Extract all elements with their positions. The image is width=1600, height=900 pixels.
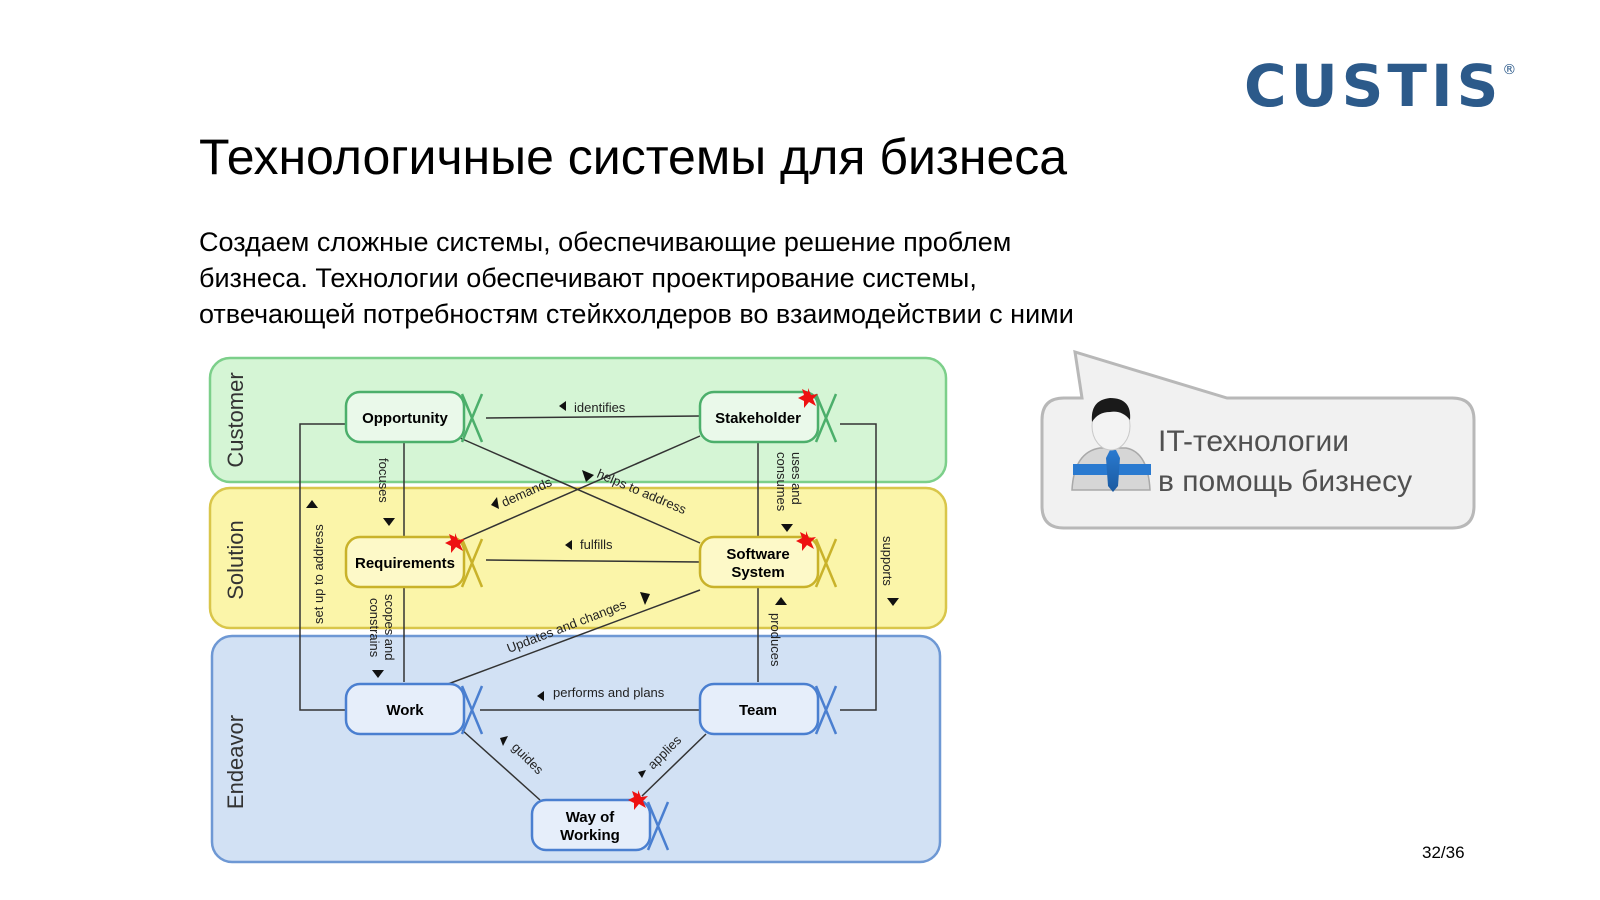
link-updates-changes (447, 589, 701, 685)
alpha-team-label: Team (739, 702, 777, 719)
custis-logo: CUSTIS® (1244, 52, 1516, 120)
link-demands (447, 435, 701, 547)
alpha-way-of-working: Way of Working (530, 798, 670, 852)
connectors (299, 415, 877, 801)
label-identifies: identifies (574, 400, 626, 415)
link-supports (840, 423, 877, 711)
link-identifies (485, 415, 701, 419)
endeavor-area-label: Endeavor (223, 715, 248, 809)
star-icon (796, 531, 816, 551)
subtitle-line-2: бизнеса. Технологии обеспечивают проекти… (199, 263, 977, 293)
subtitle-line-1: Создаем сложные системы, обеспечивающие … (199, 227, 1012, 257)
page-number: 32/36 (1422, 843, 1465, 862)
solution-area (208, 486, 948, 630)
alpha-way-label-2: Working (560, 827, 620, 844)
alpha-requirements: Requirements (344, 535, 484, 589)
slide-subtitle: Создаем сложные системы, обеспечивающие … (199, 224, 1074, 332)
alpha-opportunity: Opportunity (344, 390, 484, 444)
customer-area (208, 356, 948, 484)
alpha-work: Work (344, 682, 484, 736)
logo-text: CUSTIS (1244, 52, 1503, 120)
callout-line-2: в помощь бизнесу (1158, 465, 1413, 498)
alpha-software-label-2: System (731, 564, 784, 581)
registered-mark: ® (1502, 62, 1517, 78)
label-consumes: consumes (774, 452, 789, 512)
label-fulfills: fulfills (580, 537, 613, 552)
alpha-software-system: Software System (698, 535, 838, 589)
star-icon (628, 790, 648, 810)
label-produces: produces (768, 613, 783, 667)
label-focuses: focuses (376, 458, 391, 503)
star-icon (798, 388, 818, 408)
star-icon (445, 533, 465, 553)
link-applies (641, 733, 707, 797)
solution-area-label: Solution (223, 520, 248, 600)
subtitle-line-3: отвечающей потребностям стейкхолдеров во… (199, 299, 1074, 329)
alpha-requirements-label: Requirements (355, 555, 455, 572)
callout-text: IT-технологии в помощь бизнесу (1158, 422, 1412, 502)
link-guides (461, 729, 541, 801)
alpha-software-label-1: Software (726, 546, 789, 563)
link-set-up-to-address (299, 423, 346, 711)
label-constrains: constrains (367, 598, 382, 658)
arrowheads (306, 401, 899, 778)
slide-title: Технологичные системы для бизнеса (199, 129, 1068, 185)
label-uses-and: uses and (789, 452, 804, 505)
businessman-icon (1071, 398, 1151, 492)
label-scopes-and: scopes and (382, 594, 397, 661)
label-performs-and-plans: performs and plans (553, 685, 665, 700)
alpha-stakeholder: Stakeholder (698, 390, 838, 444)
highlight-stars (445, 388, 818, 810)
alpha-work-label: Work (386, 702, 424, 719)
alpha-stakeholder-label: Stakeholder (715, 410, 801, 427)
alpha-way-label-1: Way of (566, 809, 616, 826)
link-helps-to-address (459, 437, 701, 544)
label-set-up-to-address: set up to address (311, 524, 326, 624)
alpha-opportunity-label: Opportunity (362, 410, 448, 427)
customer-area-label: Customer (223, 372, 248, 467)
label-supports: supports (880, 536, 895, 586)
alpha-team: Team (698, 682, 838, 736)
callout-line-1: IT-технологии (1158, 425, 1350, 458)
link-fulfills (485, 559, 701, 563)
